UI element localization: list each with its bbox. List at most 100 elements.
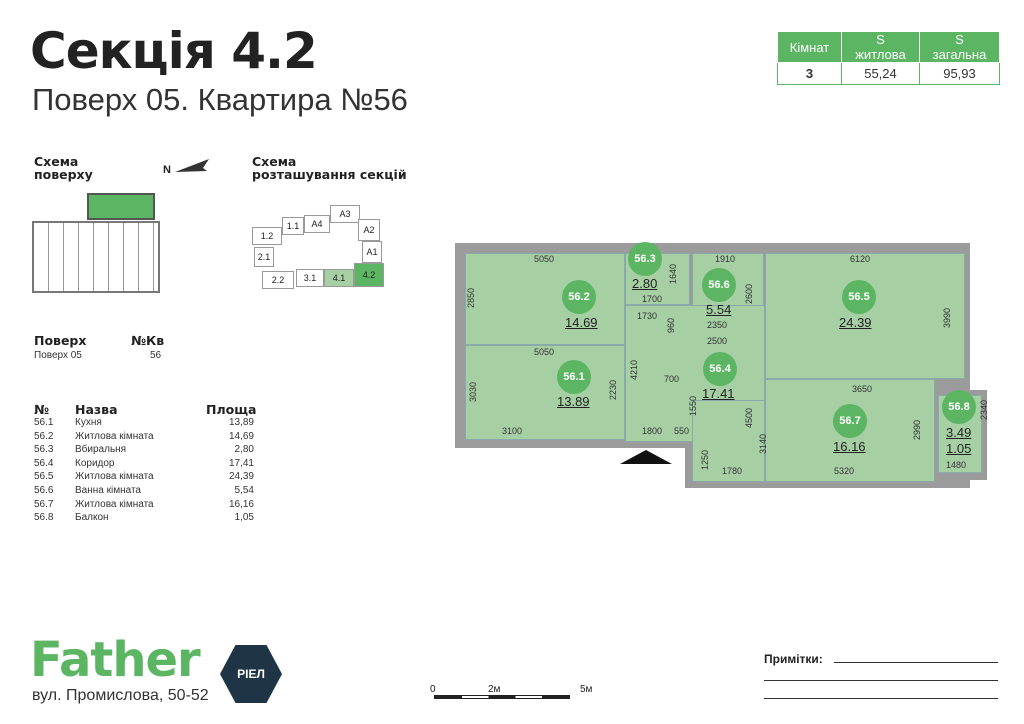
dim: 2990 — [912, 420, 922, 441]
th-living: S житлова — [841, 31, 920, 63]
dim: 1250 — [700, 450, 710, 471]
dim: 3030 — [468, 382, 478, 403]
scale-2m: 2м — [488, 684, 501, 695]
room-badge-56-1: 56.1 — [557, 360, 591, 394]
dim: 6120 — [850, 254, 871, 264]
room-number: 56.5 — [34, 471, 54, 483]
rooms-table-header: № Назва Площа — [34, 402, 257, 417]
dim: 700 — [664, 374, 680, 384]
room-name: Балкон — [75, 512, 109, 524]
room-badge-56-4: 56.4 — [703, 352, 737, 386]
total-area: 95,93 — [919, 62, 1000, 85]
section-scheme-title-2: розташування секцій — [252, 167, 407, 182]
room-name: Коридор — [75, 457, 115, 469]
room-number: 56.6 — [34, 484, 54, 496]
room-name: Ванна кімната — [75, 484, 141, 496]
scale-0: 0 — [430, 684, 436, 695]
floor-scheme-title-1: Схема — [34, 154, 79, 169]
room-name: Вбиральня — [75, 444, 127, 456]
section-1-2: 1.2 — [252, 227, 282, 245]
room-row: 56.5 Житлова кімната 24,39 — [34, 471, 254, 485]
dim: 5320 — [834, 466, 855, 476]
room-area-56-4: 17.41 — [702, 386, 735, 401]
notes-line[interactable] — [834, 662, 998, 663]
dim: 1700 — [642, 294, 663, 304]
dim: 1640 — [668, 264, 678, 285]
scale-5m: 5м — [580, 684, 593, 695]
room-row: 56.6 Ванна кімната 5,54 — [34, 485, 254, 499]
dim: 1910 — [715, 254, 736, 264]
col-name: Назва — [75, 402, 118, 417]
dim: 5050 — [534, 254, 555, 264]
apartment-subtitle: Поверх 05. Квартира №56 — [32, 82, 408, 117]
room-area-56-3: 2.80 — [632, 276, 658, 291]
room-area: 2,80 — [234, 444, 254, 456]
dim: 1550 — [688, 396, 698, 417]
apt-label: №Кв — [131, 333, 165, 348]
room-area: 17,41 — [228, 457, 254, 469]
section-4-2: 4.2 — [354, 263, 384, 287]
th-total: S загальна — [919, 31, 1000, 63]
dim: 2230 — [608, 380, 618, 401]
room-56-5 — [765, 253, 965, 379]
dim: 3650 — [852, 384, 873, 394]
floor-value: Поверх 05 — [34, 350, 82, 361]
room-name: Житлова кімната — [75, 430, 154, 442]
dim: 2340 — [979, 400, 989, 421]
section-1-1: 1.1 — [282, 217, 304, 235]
room-area-56-5: 24.39 — [839, 315, 872, 330]
floor-scheme-map — [32, 193, 162, 298]
dim: 1480 — [946, 460, 967, 470]
section-2-2: 2.2 — [262, 271, 294, 289]
section-3-1: 3.1 — [296, 269, 324, 287]
room-badge-56-6: 56.6 — [702, 268, 736, 302]
dim: 5050 — [534, 347, 555, 357]
north-arrow-icon — [175, 159, 209, 172]
dim: 960 — [666, 318, 676, 334]
notes-label: Примітки: — [764, 652, 823, 666]
room-area-56-6: 5.54 — [706, 302, 732, 317]
room-number: 56.2 — [34, 430, 54, 442]
col-area: Площа — [206, 402, 257, 417]
room-area: 14,69 — [228, 430, 254, 442]
dim: 3100 — [502, 426, 523, 436]
dim: 4500 — [744, 408, 754, 429]
notes-line[interactable] — [764, 680, 998, 681]
room-name: Житлова кімната — [75, 498, 154, 510]
section-scheme-title-1: Схема — [252, 154, 297, 169]
room-badge-56-5: 56.5 — [842, 280, 876, 314]
room-area: 5,54 — [234, 484, 254, 496]
room-area: 24,39 — [228, 471, 254, 483]
section-2-1: 2.1 — [254, 247, 274, 267]
section-a1: A1 — [362, 241, 382, 263]
entrance-arrow-icon — [620, 450, 672, 464]
apartment-plan: 56.2 14.69 56.1 13.89 56.3 2.80 56.6 5.5… — [452, 240, 992, 490]
scale-bar-graphic — [434, 695, 570, 699]
section-title: Секція 4.2 — [30, 22, 318, 80]
dim: 1780 — [722, 466, 743, 476]
dim: 3140 — [758, 434, 768, 455]
room-area2-56-8: 1.05 — [946, 441, 972, 456]
brand-logo: Father — [30, 632, 201, 688]
dim: 1730 — [637, 311, 658, 321]
room-number: 56.8 — [34, 512, 54, 524]
room-number: 56.1 — [34, 417, 54, 428]
room-area-56-2: 14.69 — [565, 315, 598, 330]
room-name: Житлова кімната — [75, 471, 154, 483]
floor-label: Поверх — [34, 333, 87, 348]
room-area-56-7: 16.16 — [833, 439, 866, 454]
notes-line[interactable] — [764, 698, 998, 699]
floor-scheme-title-2: поверху — [34, 167, 93, 182]
room-area-56-8: 3.49 — [946, 425, 972, 440]
section-a4: A4 — [304, 215, 330, 233]
section-a3: A3 — [330, 205, 360, 223]
floor-building — [32, 221, 160, 293]
living-area: 55,24 — [841, 62, 920, 85]
